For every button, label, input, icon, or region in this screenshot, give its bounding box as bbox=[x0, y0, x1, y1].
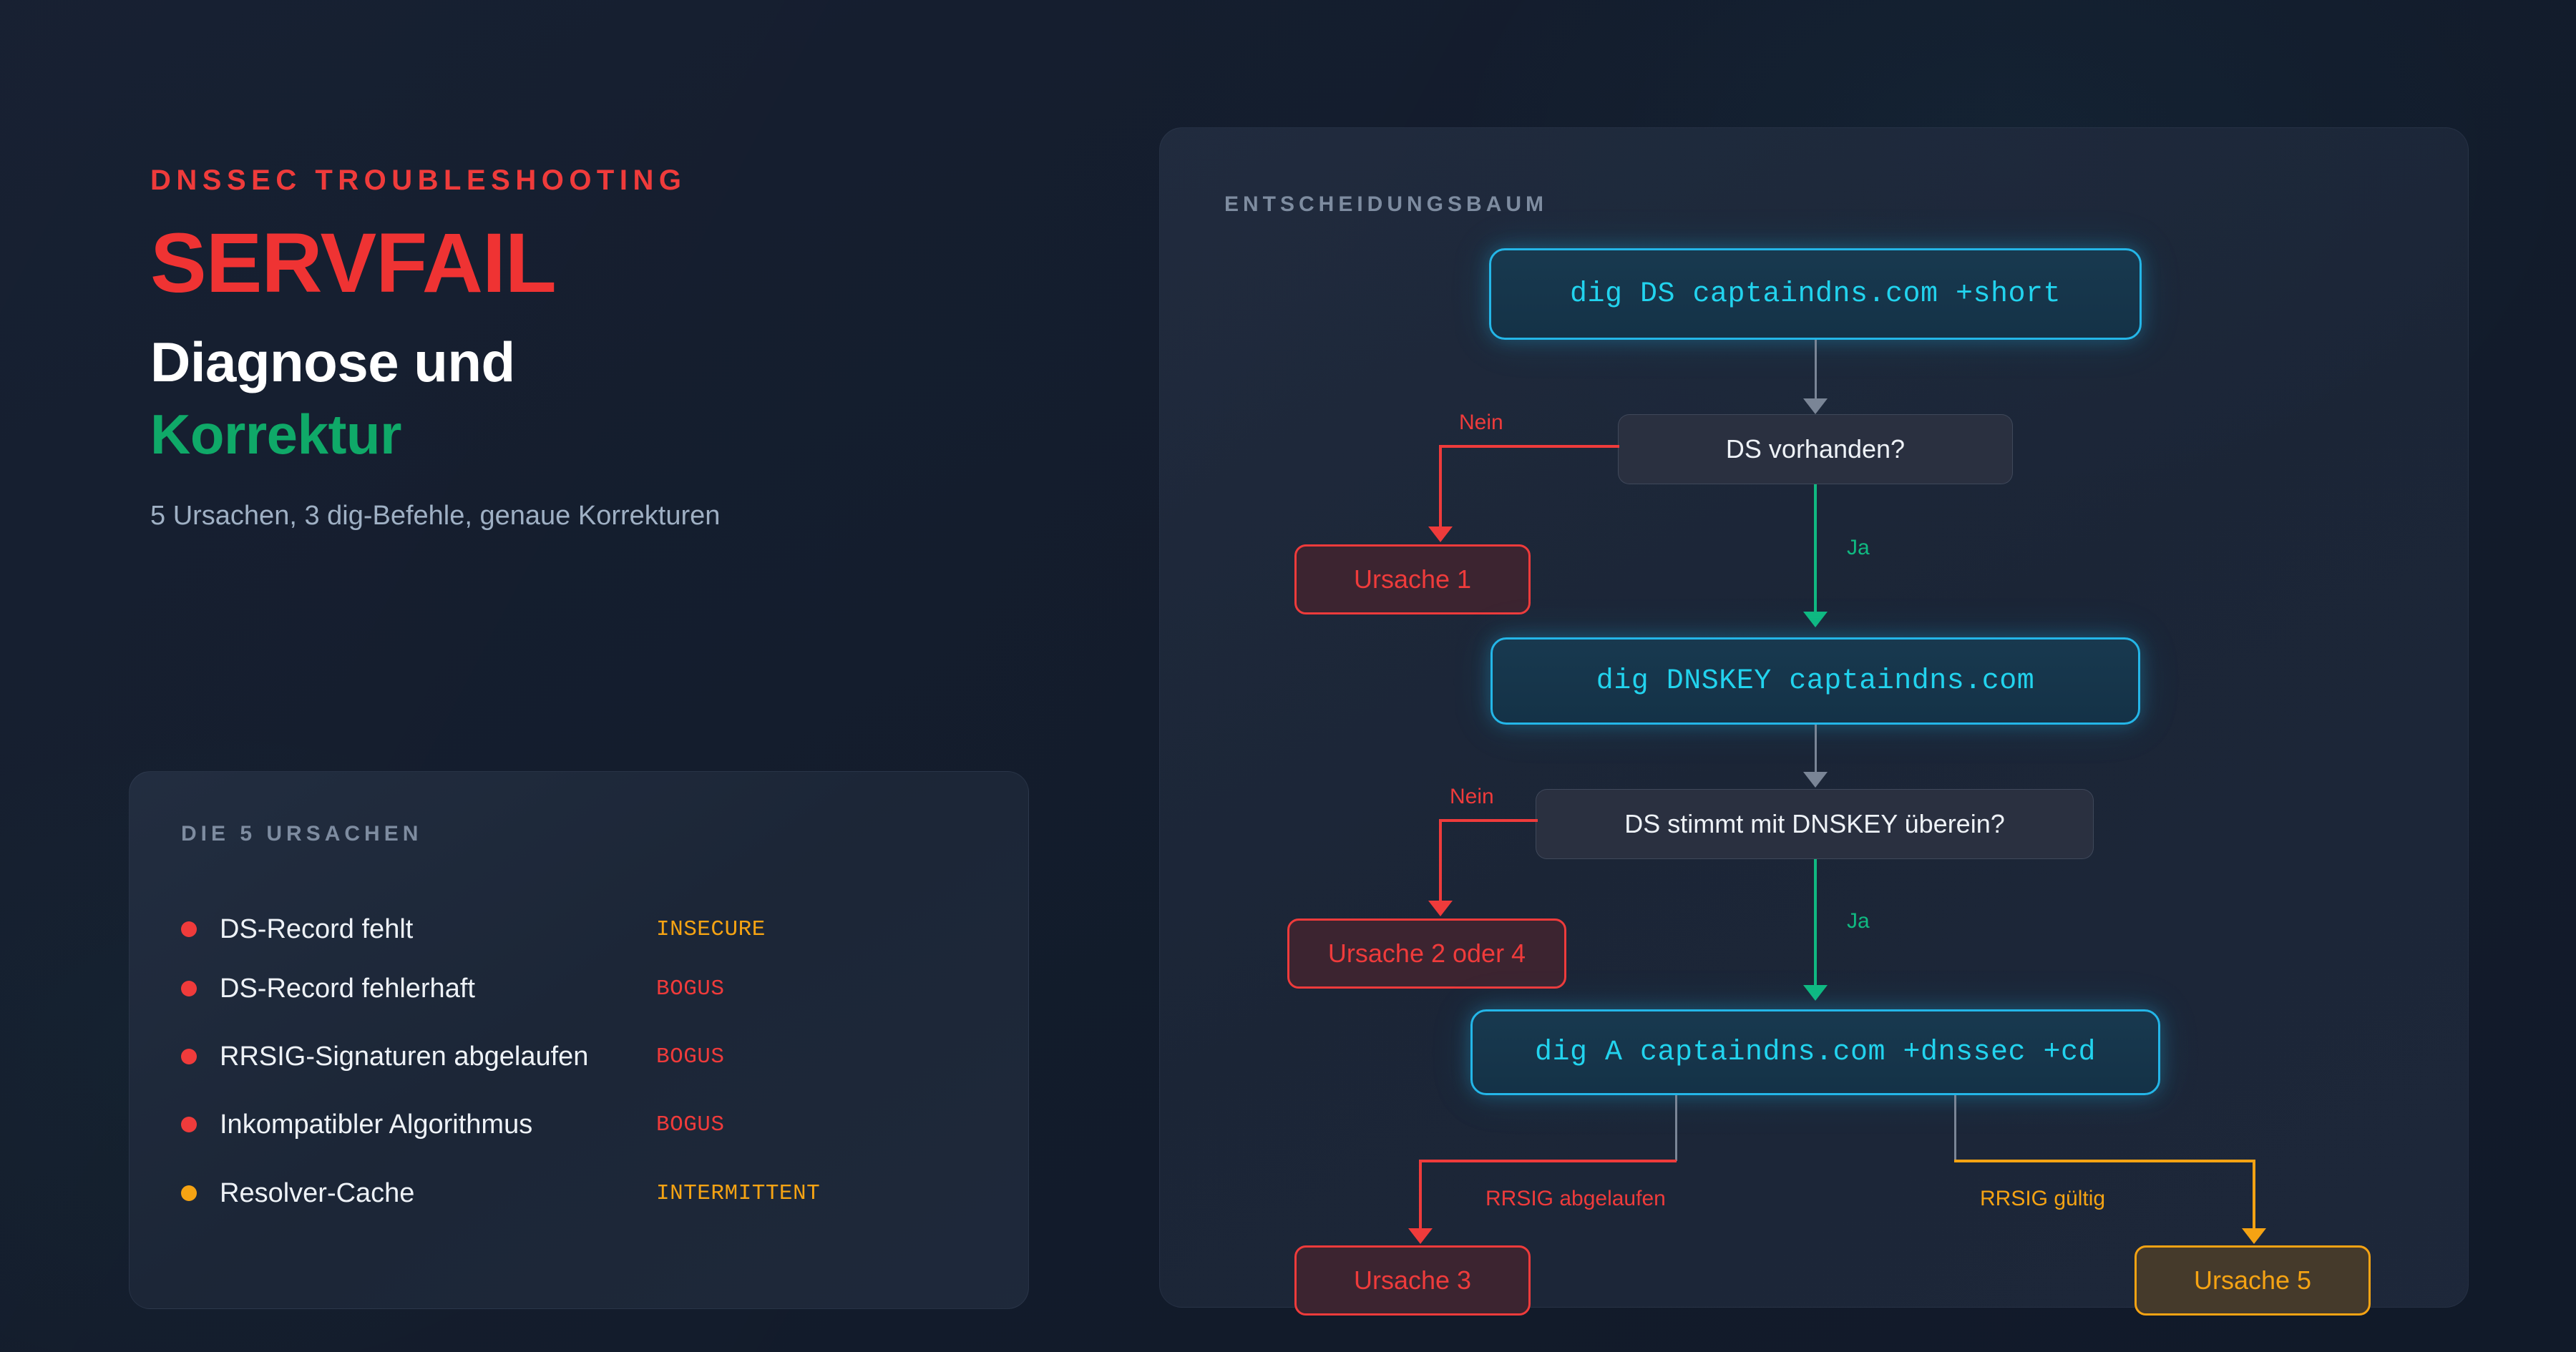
outcome-text: Ursache 2 oder 4 bbox=[1327, 939, 1526, 968]
connector-nein-1-vertical bbox=[1439, 445, 1442, 529]
connector-cmd3-right-stub bbox=[1954, 1095, 1956, 1161]
cause-list-item: DS-Record fehlerhaft BOGUS bbox=[181, 971, 978, 1006]
edge-label-ja-2: Ja bbox=[1847, 909, 1870, 933]
status-dot-icon bbox=[181, 921, 197, 937]
decision-node-ds-present[interactable]: DS vorhanden? bbox=[1618, 414, 2013, 484]
arrow-down-icon bbox=[1428, 901, 1453, 916]
eyebrow-label: DNSSEC TROUBLESHOOTING bbox=[150, 165, 687, 196]
arrow-down-icon bbox=[2242, 1228, 2266, 1244]
connector-ja-2 bbox=[1814, 859, 1817, 988]
connector-rrsig-valid-horizontal bbox=[1954, 1160, 2255, 1162]
command-node-dig-a-dnssec[interactable]: dig A captaindns.com +dnssec +cd bbox=[1470, 1009, 2160, 1095]
arrow-down-icon bbox=[1803, 398, 1828, 414]
connector-rrsig-valid-vertical bbox=[2253, 1160, 2255, 1231]
cause-label: RRSIG-Signaturen abgelaufen bbox=[220, 1041, 589, 1072]
cause-list-item: Resolver-Cache INTERMITTENT bbox=[181, 1176, 978, 1210]
edge-label-nein-2: Nein bbox=[1450, 785, 1494, 808]
status-badge: BOGUS bbox=[656, 1112, 725, 1137]
connector-ja-1 bbox=[1814, 484, 1817, 614]
edge-label-rrsig-expired: RRSIG abgelaufen bbox=[1485, 1187, 1666, 1210]
edge-label-nein-1: Nein bbox=[1459, 411, 1503, 434]
decision-tree-panel: ENTSCHEIDUNGSBAUM dig DS captaindns.com … bbox=[1159, 127, 2469, 1316]
edge-label-rrsig-valid: RRSIG gültig bbox=[1980, 1187, 2106, 1210]
status-dot-icon bbox=[181, 1185, 197, 1201]
status-badge: BOGUS bbox=[656, 1044, 725, 1069]
connector-cmd1-decision1 bbox=[1815, 340, 1817, 400]
outcome-node-ursache-2-oder-4[interactable]: Ursache 2 oder 4 bbox=[1287, 919, 1566, 989]
outcome-text: Ursache 5 bbox=[2193, 1265, 2312, 1295]
decision-node-ds-matches-dnskey[interactable]: DS stimmt mit DNSKEY überein? bbox=[1536, 789, 2094, 859]
connector-rrsig-expired-vertical bbox=[1419, 1160, 1422, 1231]
outcome-text: Ursache 3 bbox=[1353, 1265, 1472, 1295]
arrow-down-icon bbox=[1408, 1228, 1433, 1244]
status-badge: INTERMITTENT bbox=[656, 1180, 821, 1206]
subtitle: 5 Ursachen, 3 dig-Befehle, genaue Korrek… bbox=[150, 500, 721, 531]
arrow-down-icon bbox=[1803, 772, 1828, 788]
status-badge: BOGUS bbox=[656, 976, 725, 1001]
connector-cmd3-left-stub bbox=[1675, 1095, 1677, 1161]
command-text: dig DNSKEY captaindns.com bbox=[1596, 665, 2035, 697]
arrow-down-icon bbox=[1428, 526, 1453, 542]
command-text: dig A captaindns.com +dnssec +cd bbox=[1534, 1036, 2097, 1069]
cause-list-item: RRSIG-Signaturen abgelaufen BOGUS bbox=[181, 1039, 978, 1074]
arrow-down-icon bbox=[1803, 985, 1828, 1001]
page-title: SERVFAIL bbox=[150, 216, 557, 310]
status-dot-icon bbox=[181, 1049, 197, 1064]
cause-list-item: Inkompatibler Algorithmus BOGUS bbox=[181, 1107, 978, 1142]
causes-card: DIE 5 URSACHEN DS-Record fehlt INSECURE … bbox=[129, 771, 1029, 1309]
outcome-node-ursache-5[interactable]: Ursache 5 bbox=[2135, 1245, 2371, 1316]
connector-nein-2-horizontal bbox=[1439, 819, 1538, 822]
status-badge: INSECURE bbox=[656, 916, 766, 942]
connector-rrsig-expired-horizontal bbox=[1419, 1160, 1677, 1162]
cause-label: Resolver-Cache bbox=[220, 1177, 415, 1208]
heading-line-1: Diagnose und bbox=[150, 330, 515, 393]
outcome-node-ursache-3[interactable]: Ursache 3 bbox=[1294, 1245, 1531, 1316]
cause-label: Inkompatibler Algorithmus bbox=[220, 1109, 533, 1140]
heading-line-2: Korrektur bbox=[150, 403, 401, 466]
outcome-node-ursache-1[interactable]: Ursache 1 bbox=[1294, 544, 1531, 614]
causes-card-title: DIE 5 URSACHEN bbox=[181, 822, 423, 846]
outcome-text: Ursache 1 bbox=[1353, 564, 1472, 594]
arrow-down-icon bbox=[1803, 612, 1828, 627]
cause-label: DS-Record fehlt bbox=[220, 913, 414, 944]
cause-label: DS-Record fehlerhaft bbox=[220, 973, 475, 1004]
command-node-dig-dnskey[interactable]: dig DNSKEY captaindns.com bbox=[1491, 637, 2140, 725]
command-node-dig-ds[interactable]: dig DS captaindns.com +short bbox=[1489, 248, 2142, 340]
command-text: dig DS captaindns.com +short bbox=[1569, 278, 2062, 310]
decision-text: DS vorhanden? bbox=[1725, 434, 1906, 464]
left-column: DNSSEC TROUBLESHOOTING SERVFAIL Diagnose… bbox=[150, 165, 1052, 532]
connector-nein-1-horizontal bbox=[1439, 445, 1619, 448]
cause-list-item: DS-Record fehlt INSECURE bbox=[181, 912, 978, 946]
decision-text: DS stimmt mit DNSKEY überein? bbox=[1624, 809, 2005, 838]
decision-tree-title: ENTSCHEIDUNGSBAUM bbox=[1224, 192, 1548, 216]
status-dot-icon bbox=[181, 981, 197, 996]
status-dot-icon bbox=[181, 1117, 197, 1132]
connector-nein-2-vertical bbox=[1439, 819, 1442, 903]
connector-cmd2-decision2 bbox=[1815, 725, 1817, 773]
edge-label-ja-1: Ja bbox=[1847, 536, 1870, 559]
